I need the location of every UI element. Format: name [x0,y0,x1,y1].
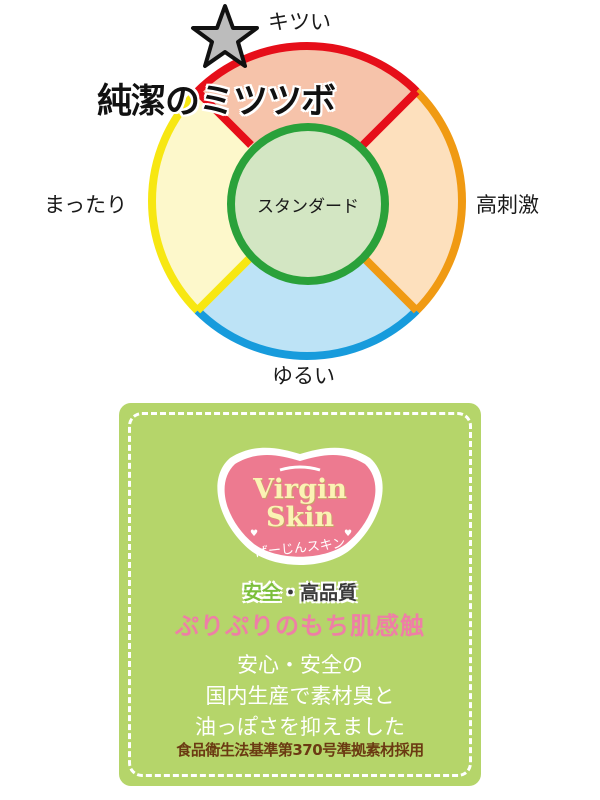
hardness-diagram [148,4,466,360]
star-icon [191,4,259,68]
svg-text:♥: ♥ [250,529,258,539]
footnote-food-sanitation: 食品衛生法基準第370号準拠素材採用 [176,741,424,759]
center-standard-circle [227,123,389,285]
virgin-skin-logo: ♥ ♥ [217,447,383,565]
logo-skin-text: Skin [265,502,335,533]
label-center-standard: スタンダード [257,197,359,217]
logo-virgin-text: Virgin [253,474,347,505]
product-feature-card: ♥ ♥ Virgin Skin ばーじんスキン 安全・高品質 ぷりぷりのもち肌感… [119,403,481,786]
subheadline-texture: ぷりぷりのもち肌感触 [175,612,425,640]
headline-quality: 高品質 [300,582,358,604]
body-line-3: 油っぽさを抑えました [195,715,405,739]
headline-safety-quality: 安全・高品質 [242,582,358,604]
body-line-2: 国内生産で素材臭と [205,684,395,708]
label-right-koshigeki: 高刺激 [476,193,539,217]
body-line-1: 安心・安全の [237,653,363,677]
card-dashed-border [128,412,472,777]
svg-text:♥: ♥ [344,529,352,539]
headline-safe: 安全 [242,582,281,604]
label-left-mattari: まったり [44,193,128,217]
label-top-kitsui: キツい [268,10,331,34]
product-title: 純潔のミツツボ [97,82,336,122]
label-bottom-yurui: ゆるい [272,364,335,388]
